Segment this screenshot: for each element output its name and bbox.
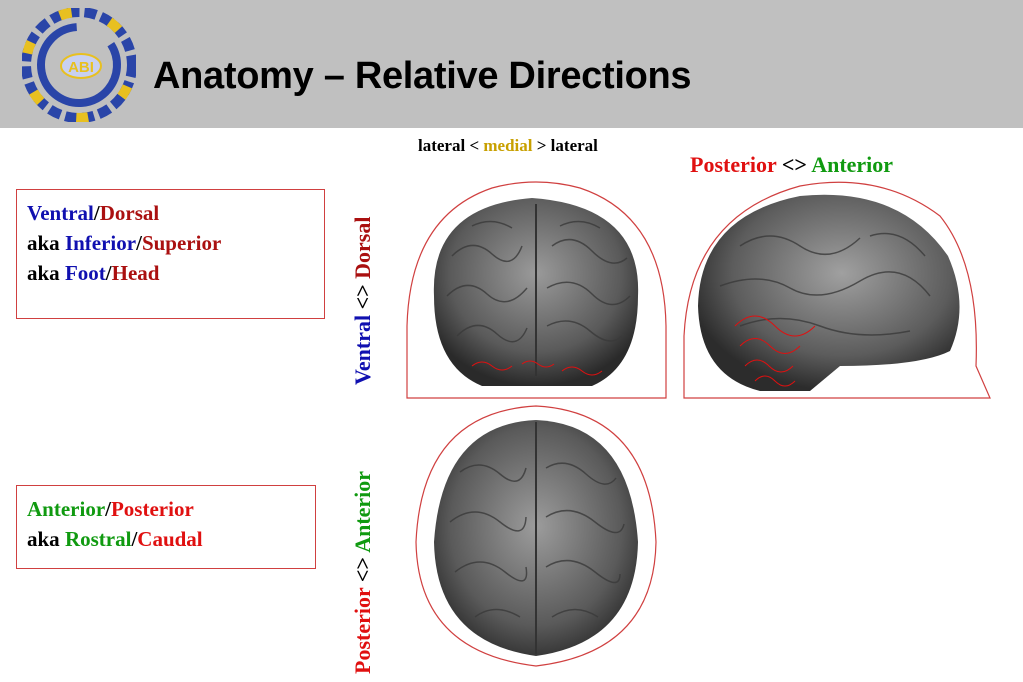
abi-logo-icon: ABI (22, 8, 136, 122)
posterior-anterior-caption: Posterior <> Anterior (690, 152, 894, 177)
header-bar: ABI Anatomy – Relative Directions (0, 0, 1023, 128)
sagittal-brain-image (683, 181, 991, 399)
ventral-dorsal-vertical-label: Ventral <> Dorsal (350, 216, 375, 385)
ventral-dorsal-box: Ventral/Dorsal aka Inferior/Superior aka… (16, 189, 325, 319)
coronal-brain-image (406, 181, 667, 399)
anterior-posterior-box: Anterior/Posterior aka Rostral/Caudal (16, 485, 316, 569)
lateral-medial-caption: lateral < medial > lateral (418, 136, 598, 155)
box1-line2: aka Inferior/Superior (27, 231, 222, 255)
axial-brain-image (415, 405, 657, 667)
box1-line3: aka Foot/Head (27, 261, 160, 285)
box2-line2: aka Rostral/Caudal (27, 527, 203, 551)
page-title: Anatomy – Relative Directions (153, 55, 692, 97)
box1-line1: Ventral/Dorsal (27, 201, 160, 225)
posterior-anterior-vertical-label: Posterior <> Anterior (350, 470, 375, 674)
svg-text:ABI: ABI (68, 59, 94, 76)
box2-line1: Anterior/Posterior (27, 497, 194, 521)
